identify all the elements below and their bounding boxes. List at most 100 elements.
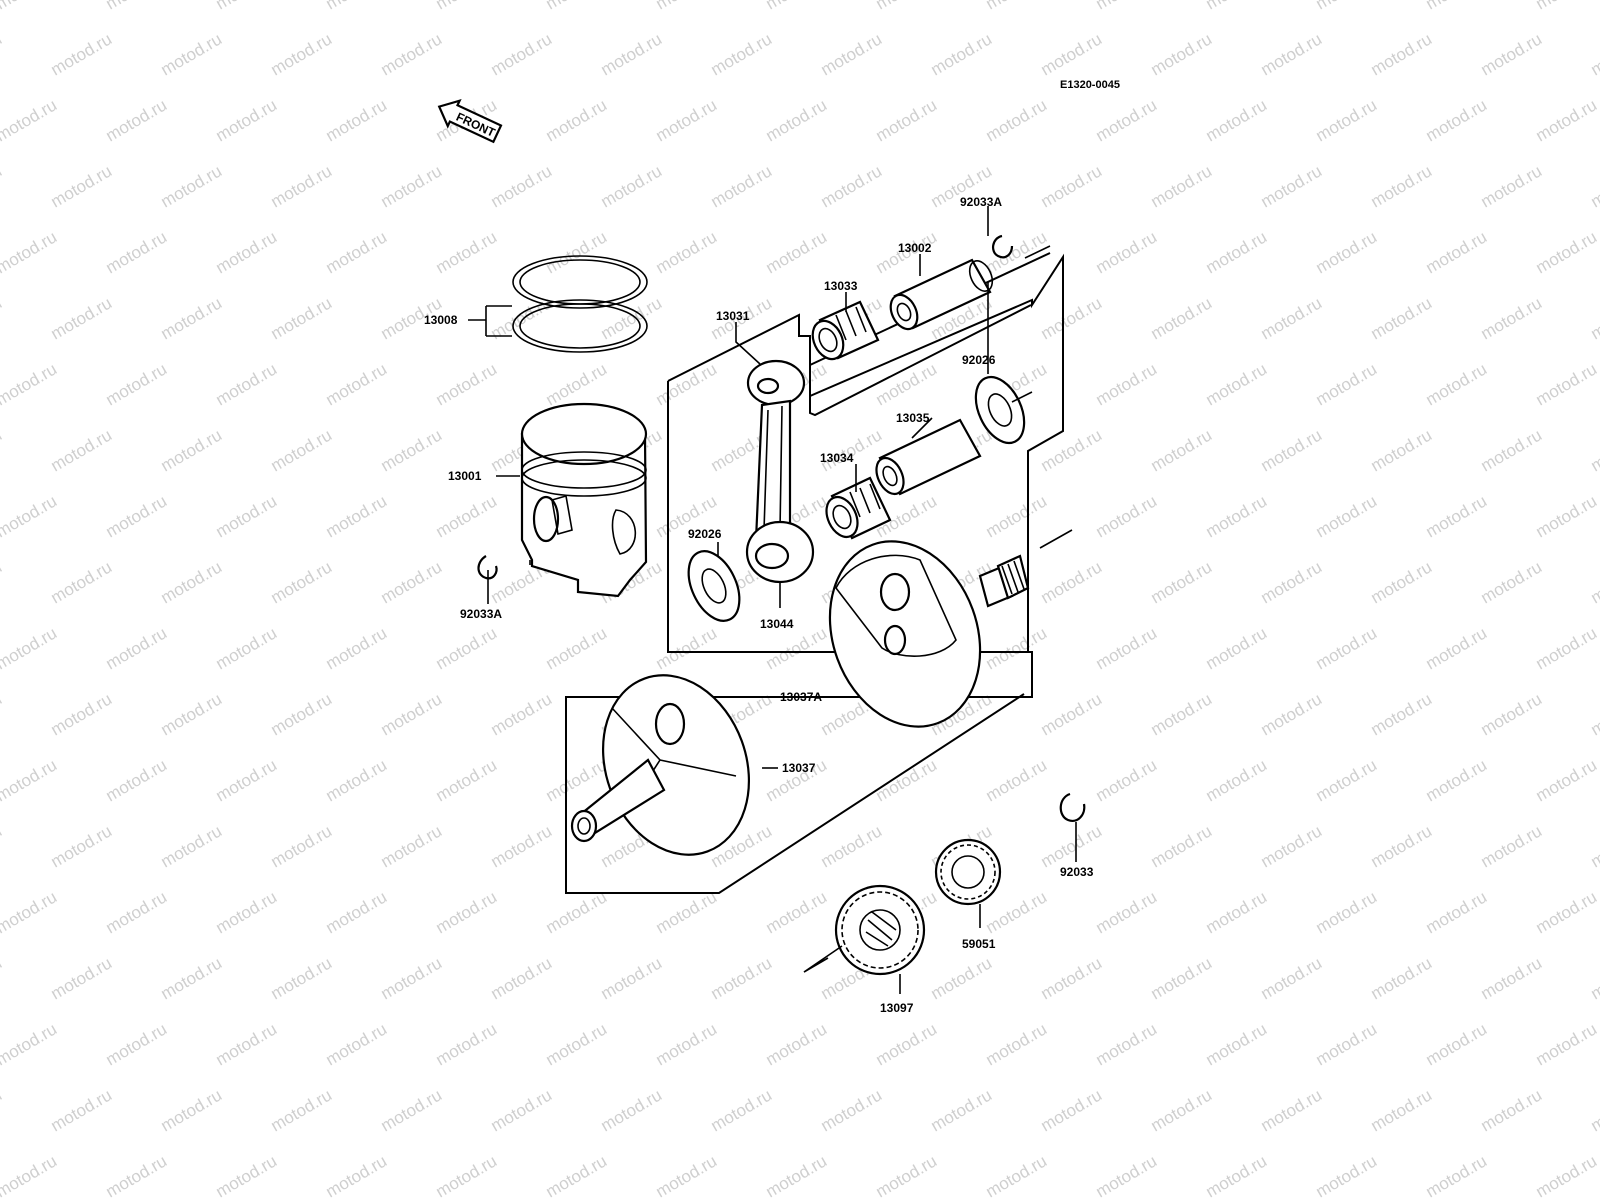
watermark-text: motod.ru [103, 623, 171, 673]
watermark-text: motod.ru [103, 0, 171, 13]
watermark-text: motod.ru [708, 953, 776, 1003]
watermark-text: motod.ru [1203, 227, 1271, 277]
watermark-text: motod.ru [488, 821, 556, 871]
watermark-text: motod.ru [378, 425, 446, 475]
watermark-text: motod.ru [1533, 1019, 1600, 1069]
label-13001: 13001 [448, 469, 482, 483]
watermark-text: motod.ru [1478, 425, 1546, 475]
watermark-text: motod.ru [1258, 953, 1326, 1003]
small-end-needle-bearing [811, 300, 880, 361]
watermark-text: motod.ru [983, 491, 1051, 541]
watermark-text: motod.ru [873, 359, 941, 409]
watermark-text: motod.ru [1368, 293, 1436, 343]
watermark-text: motod.ru [213, 1019, 281, 1069]
label-59051: 59051 [962, 937, 996, 951]
watermark-text: motod.ru [1423, 0, 1491, 13]
watermark-text: motod.ru [1313, 1019, 1381, 1069]
watermark-text: motod.ru [268, 293, 336, 343]
watermark-text: motod.ru [1313, 491, 1381, 541]
watermark-text: motod.ru [213, 623, 281, 673]
watermark-text: motod.ru [1423, 95, 1491, 145]
watermark-text: motod.ru [323, 623, 391, 673]
watermark-text: motod.ru [0, 887, 60, 937]
watermark-text: motod.ru [1533, 623, 1600, 673]
watermark-text: motod.ru [0, 623, 60, 673]
watermark-text: motod.ru [1478, 821, 1546, 871]
watermark-text: motod.ru [48, 689, 116, 739]
watermark-text: motod.ru [543, 623, 611, 673]
watermark-text: motod.ru [1203, 491, 1271, 541]
watermark-text: motod.ru [1038, 1085, 1106, 1135]
watermark-text: motod.ru [323, 359, 391, 409]
watermark-text: motod.ru [1478, 1085, 1546, 1135]
assembly-outline [565, 253, 1064, 894]
watermark-text: motod.ru [1533, 491, 1600, 541]
connecting-rod [745, 359, 815, 584]
watermark-text: motod.ru [1148, 557, 1216, 607]
watermark-text: motod.ru [1313, 359, 1381, 409]
watermark-text: motod.ru [543, 887, 611, 937]
watermark-text: motod.ru [0, 227, 60, 277]
watermark-text: motod.ru [983, 1151, 1051, 1200]
watermark-text: motod.ru [268, 29, 336, 79]
watermark-text: motod.ru [1478, 557, 1546, 607]
watermark-text: motod.ru [378, 1085, 446, 1135]
watermark-text: motod.ru [488, 689, 556, 739]
piston-pin-circlip-left [477, 555, 498, 580]
watermark-text: motod.ru [213, 0, 281, 13]
watermark-text: motod.ru [983, 623, 1051, 673]
watermark-text: motod.ru [1533, 887, 1600, 937]
watermark-text: motod.ru [48, 557, 116, 607]
watermark-text: motod.ru [0, 755, 60, 805]
watermark-text: motod.ru [873, 0, 941, 13]
crankpin [875, 418, 982, 496]
big-end-needle-bearing [825, 476, 892, 540]
watermark-text: motod.ru [268, 557, 336, 607]
watermark-text: motod.ru [1588, 161, 1600, 211]
watermark-text: motod.ru [1148, 293, 1216, 343]
watermark-text: motod.ru [323, 0, 391, 13]
axis-lines [803, 245, 1073, 973]
watermark-text: motod.ru [1533, 95, 1600, 145]
watermark-text: motod.ru [1093, 887, 1161, 937]
watermark-text: motod.ru [1368, 425, 1436, 475]
watermark-text: motod.ru [653, 1151, 721, 1200]
watermark-text: motod.ru [1038, 29, 1106, 79]
watermark-text: motod.ru [1533, 359, 1600, 409]
watermark-text: motod.ru [763, 887, 831, 937]
watermark-text: motod.ru [1038, 689, 1106, 739]
watermark-text: motod.ru [1258, 557, 1326, 607]
small-gear [934, 838, 1002, 906]
watermark-text: motod.ru [1313, 0, 1381, 13]
watermark-text: motod.ru [983, 95, 1051, 145]
piston-pin [889, 258, 994, 331]
watermark-text: motod.ru [158, 557, 226, 607]
watermark-text: motod.ru [763, 1151, 831, 1200]
watermark-text: motod.ru [1368, 953, 1436, 1003]
watermark-text: motod.ru [1423, 755, 1491, 805]
watermark-text: motod.ru [103, 1151, 171, 1200]
watermark-text: motod.ru [213, 1151, 281, 1200]
watermark-text: motod.ru [983, 887, 1051, 937]
watermark-text: motod.ru [488, 29, 556, 79]
label-92033a-left: 92033A [460, 607, 502, 621]
label-13031: 13031 [716, 309, 750, 323]
watermark-text: motod.ru [1588, 293, 1600, 343]
watermark-text: motod.ru [653, 623, 721, 673]
watermark-text: motod.ru [0, 359, 60, 409]
watermark-text: motod.ru [708, 29, 776, 79]
watermark-text: motod.ru [1313, 95, 1381, 145]
watermark-text: motod.ru [0, 689, 5, 739]
watermark-text: motod.ru [1368, 1085, 1436, 1135]
piston [520, 402, 648, 598]
watermark-text: motod.ru [378, 953, 446, 1003]
watermark-text: motod.ru [1258, 689, 1326, 739]
crankshaft-half-left [570, 674, 751, 856]
watermark-text: motod.ru [1368, 821, 1436, 871]
watermark-text: motod.ru [1313, 887, 1381, 937]
watermark-text: motod.ru [928, 1085, 996, 1135]
watermark-text: motod.ru [1093, 359, 1161, 409]
label-13044: 13044 [760, 617, 794, 631]
watermark-text: motod.ru [1148, 1085, 1216, 1135]
watermark-text: motod.ru [928, 953, 996, 1003]
